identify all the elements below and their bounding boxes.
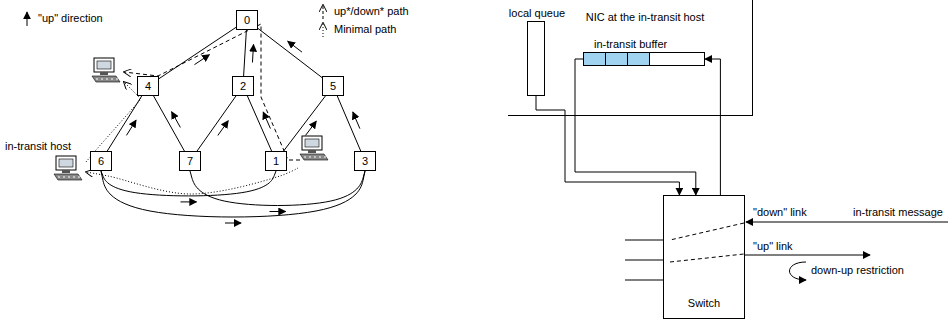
switch-number: 6 [98, 155, 104, 168]
link-label: "up" link [752, 240, 794, 253]
link-line [705, 59, 720, 195]
link-line [337, 96, 360, 151]
legend-text: up*/down* path [333, 5, 410, 18]
link-line [536, 96, 679, 195]
text-label: "down" link [752, 206, 808, 218]
local-queue: local queue [527, 21, 545, 96]
text-label: "up" link [752, 240, 794, 252]
switch-box: 0 [236, 10, 258, 30]
buffer-slot [606, 53, 628, 65]
switch-box: Switch [663, 195, 745, 319]
switch-number: 5 [330, 80, 336, 93]
switch-ports [625, 222, 948, 280]
link-line [258, 28, 322, 77]
switch-box: 6 [90, 151, 112, 171]
up-arrow [288, 41, 302, 52]
switch-box: 3 [354, 151, 376, 171]
link-line [101, 171, 276, 196]
switch-number: 7 [187, 155, 193, 168]
host-computer [300, 136, 328, 160]
switch-box: 5 [322, 76, 344, 96]
legend-entry: "up" direction [20, 10, 104, 27]
link-line [190, 171, 365, 206]
node-label: in-transit buffer [594, 38, 667, 51]
legend-sample [20, 10, 34, 27]
switch-box: 7 [179, 151, 201, 171]
link-line [159, 27, 236, 78]
switch-box: 1 [265, 151, 287, 171]
switch-number: 1 [273, 155, 279, 168]
switch-number: 2 [240, 80, 246, 93]
message-label: in-transit message [852, 206, 944, 219]
node-label: local queue [509, 7, 565, 20]
direction-arrow [270, 211, 286, 212]
link-line [107, 96, 141, 151]
link-line [197, 96, 236, 151]
legend-sample [316, 21, 330, 38]
text-label: in-transit host [4, 140, 72, 152]
buffer-slot [628, 53, 650, 65]
text-label: down-up restriction [810, 264, 905, 276]
updown-path [124, 24, 300, 160]
up-arrow [172, 112, 181, 128]
up-arrow [353, 112, 360, 129]
direction-arrow [181, 201, 197, 202]
legend-entry: Minimal path [316, 21, 397, 38]
link-line [101, 171, 365, 217]
buffer-slot [584, 53, 606, 65]
legend-text: "up" direction [37, 12, 104, 25]
minimal-path [86, 82, 141, 162]
host-label: in-transit host [4, 140, 72, 153]
node-label: Switch [688, 297, 720, 310]
link-line [575, 59, 696, 195]
switch-number: 0 [244, 14, 250, 27]
link-line [247, 96, 271, 151]
up-arrow [305, 121, 316, 135]
host-computers [54, 58, 328, 180]
up-arrow [252, 45, 253, 63]
legend-entry: up*/down* path [316, 3, 410, 20]
switch-box: 4 [137, 76, 159, 96]
route-paths [86, 24, 300, 194]
legend-sample [316, 3, 330, 20]
direction-arrow [225, 223, 241, 224]
link-line [284, 96, 326, 151]
legend-text: Minimal path [333, 23, 397, 36]
link-line [154, 96, 185, 151]
text-label: in-transit message [852, 206, 944, 218]
buffer-slot [650, 53, 704, 65]
switch-number: 4 [145, 80, 151, 93]
node-label: NIC at the in-transit host [586, 11, 705, 24]
minimal-path [86, 168, 298, 194]
restriction-label: down-up restriction [810, 264, 905, 277]
switch-box: 2 [232, 76, 254, 96]
up-arrow [263, 112, 270, 128]
host-computer [54, 156, 82, 180]
up-arrow [126, 120, 136, 135]
up-arrow [218, 121, 228, 136]
host-computer [92, 58, 120, 82]
link-label: "down" link [752, 206, 808, 219]
switch-number: 3 [362, 155, 368, 168]
in-transit-buffer: in-transit buffer [583, 52, 705, 66]
link-line [244, 30, 247, 76]
